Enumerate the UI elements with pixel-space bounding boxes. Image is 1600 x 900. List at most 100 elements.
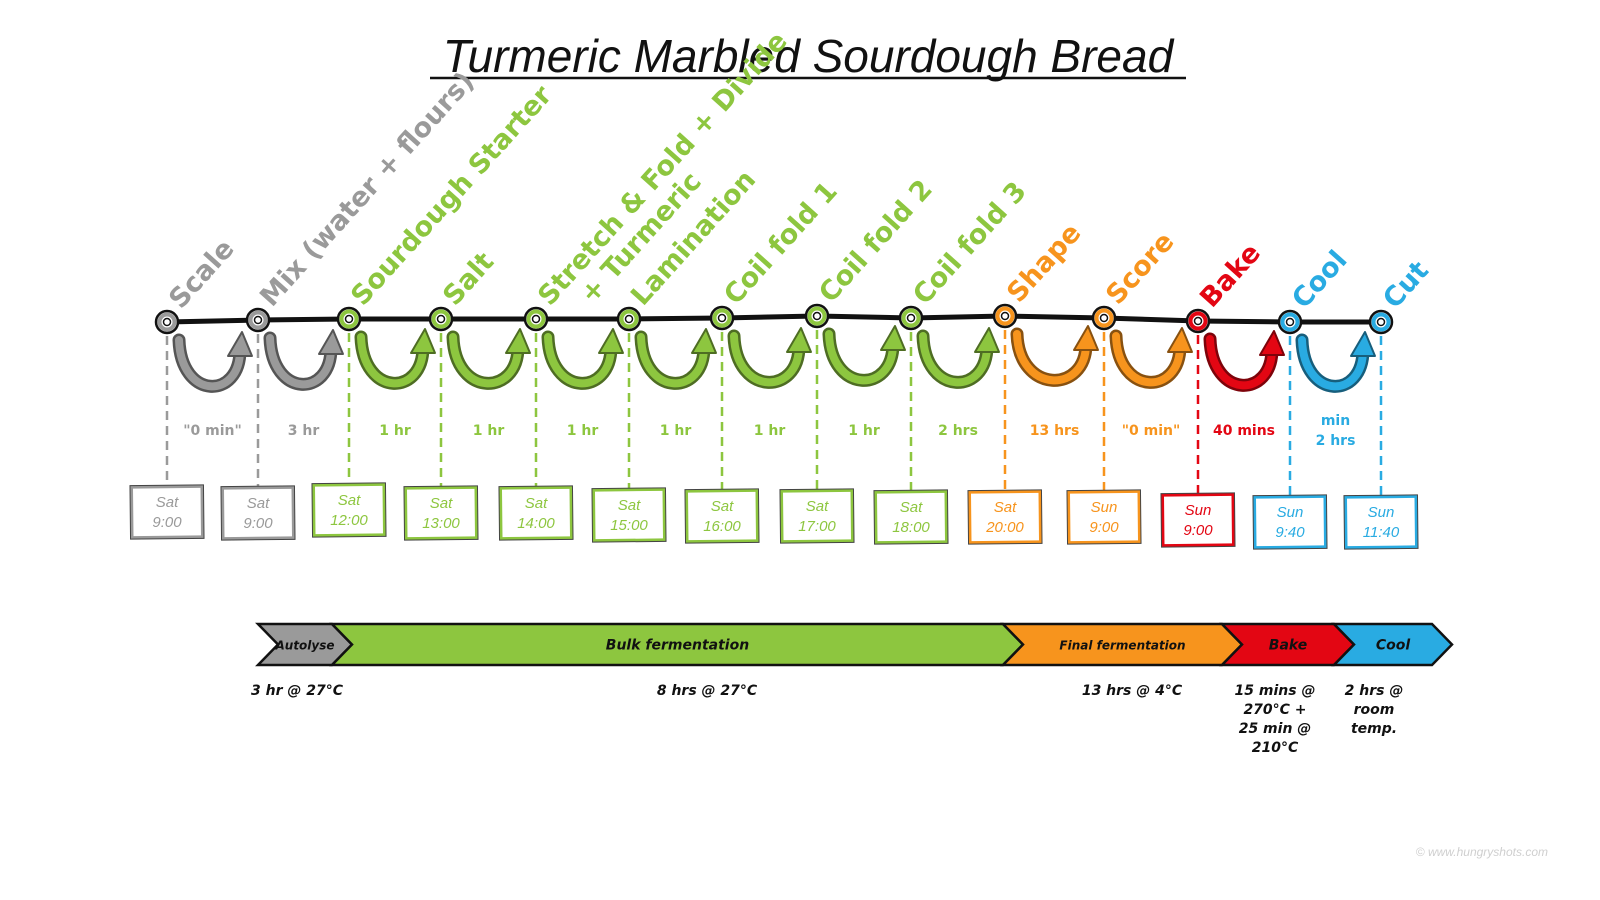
phase-segment-5 — [1331, 622, 1454, 667]
time-value: 20:00 — [985, 519, 1024, 536]
step-label-14: Cut — [1377, 255, 1435, 314]
timeline-node-center — [436, 314, 446, 324]
duration-label: 40 mins — [1213, 423, 1275, 439]
timeline-node-ring — [1280, 312, 1300, 332]
duration-label: "0 min" — [183, 423, 242, 439]
timeline-node-center — [1376, 317, 1386, 327]
arrow-body — [1206, 335, 1276, 390]
step-label-4: Salt — [437, 246, 500, 311]
time-day: Sat — [525, 495, 548, 512]
phase-condition: room — [1354, 702, 1395, 718]
time-value: 9:40 — [1275, 524, 1305, 541]
time-day: Sun — [1277, 504, 1304, 521]
duration-label: 1 hr — [848, 423, 880, 439]
phase-label: Autolyse — [274, 639, 334, 653]
timeline-node-ring — [1371, 312, 1391, 332]
phase-condition: 13 hrs @ 4°C — [1082, 683, 1183, 699]
timeline-node-ring — [901, 308, 921, 328]
time-box — [221, 486, 295, 540]
time-value: 9:00 — [1089, 519, 1119, 536]
timeline-node-center — [344, 314, 354, 324]
phase-condition: 2 hrs @ — [1345, 683, 1404, 699]
arrow-head — [880, 325, 906, 351]
time-box — [1253, 495, 1327, 549]
time-box — [1344, 495, 1418, 549]
arrow-head — [786, 327, 812, 353]
time-value: 17:00 — [798, 518, 836, 535]
time-day: Sat — [247, 495, 270, 512]
arrow-head — [1073, 325, 1099, 351]
time-day: Sun — [1185, 502, 1212, 519]
timeline-node-ring — [712, 308, 732, 328]
time-box — [1161, 493, 1235, 547]
time-box — [1067, 490, 1141, 544]
time-box — [685, 489, 759, 543]
arrow-head — [598, 328, 624, 354]
phase-condition: 8 hrs @ 27°C — [657, 683, 758, 699]
time-box — [404, 486, 478, 540]
time-box — [130, 485, 204, 539]
timeline-node-ring — [157, 312, 177, 332]
time-day: Sat — [900, 499, 923, 516]
time-value: 13:00 — [422, 515, 460, 532]
step-label-10: Shape — [1001, 218, 1087, 309]
phase-label: Cool — [1376, 638, 1411, 654]
timeline-line — [166, 313, 1381, 325]
arrow-body — [919, 332, 991, 387]
time-value: 9:00 — [1183, 522, 1213, 539]
duration-label: 1 hr — [379, 423, 411, 439]
timeline-node-center — [906, 313, 916, 323]
duration-label: 1 hr — [567, 423, 599, 439]
timeline-node-center — [624, 314, 634, 324]
arrow-head — [1350, 331, 1376, 357]
time-value: 14:00 — [517, 515, 555, 532]
timeline-node-ring — [1188, 311, 1208, 331]
arrow-body — [175, 336, 244, 391]
duration-label: 3 hr — [288, 423, 320, 439]
timeline-node-center — [1099, 313, 1109, 323]
arrow-body — [449, 333, 522, 388]
timeline-node-center — [1000, 311, 1010, 321]
time-box — [499, 486, 573, 540]
phase-condition: 25 min @ — [1239, 721, 1312, 737]
time-value: 16:00 — [703, 518, 741, 535]
timeline-node-center — [812, 311, 822, 321]
phase-condition: 270°C + — [1243, 702, 1306, 718]
timeline-node-ring — [807, 306, 827, 326]
duration-label: 1 hr — [660, 423, 692, 439]
time-day: Sat — [711, 498, 734, 515]
step-label-1: Scale — [163, 234, 240, 315]
time-day: Sat — [806, 498, 829, 515]
time-box — [780, 489, 854, 543]
phase-condition: 210°C — [1252, 740, 1299, 756]
step-label-12: Bake — [1194, 238, 1267, 314]
timeline-node-ring — [339, 309, 359, 329]
time-day: Sat — [156, 494, 179, 511]
arrow-body — [1013, 330, 1090, 385]
time-value: 11:40 — [1363, 524, 1400, 541]
step-label-11: Score — [1100, 226, 1180, 310]
arrow-head — [1259, 330, 1285, 356]
time-value: 9:00 — [243, 515, 273, 532]
time-box — [592, 488, 666, 542]
arrow-body — [825, 330, 897, 385]
phase-condition: 3 hr @ 27°C — [251, 683, 344, 699]
page-title: Turmeric Marbled Sourdough Bread — [443, 30, 1175, 82]
duration-label: "0 min" — [1122, 423, 1181, 439]
arrow-head — [691, 328, 717, 354]
duration-label: 13 hrs — [1030, 423, 1080, 439]
duration-label: min — [1321, 413, 1350, 429]
time-day: Sat — [430, 495, 453, 512]
time-box — [874, 490, 948, 544]
time-box — [312, 483, 386, 537]
duration-label: 1 hr — [473, 423, 505, 439]
phase-condition: temp. — [1351, 721, 1397, 737]
phase-label: Final fermentation — [1059, 639, 1185, 653]
arrow-head — [227, 331, 253, 357]
timeline-node-ring — [431, 309, 451, 329]
arrow-body — [266, 334, 335, 389]
phase-label: Bake — [1269, 638, 1307, 654]
time-value: 9:00 — [152, 514, 182, 531]
